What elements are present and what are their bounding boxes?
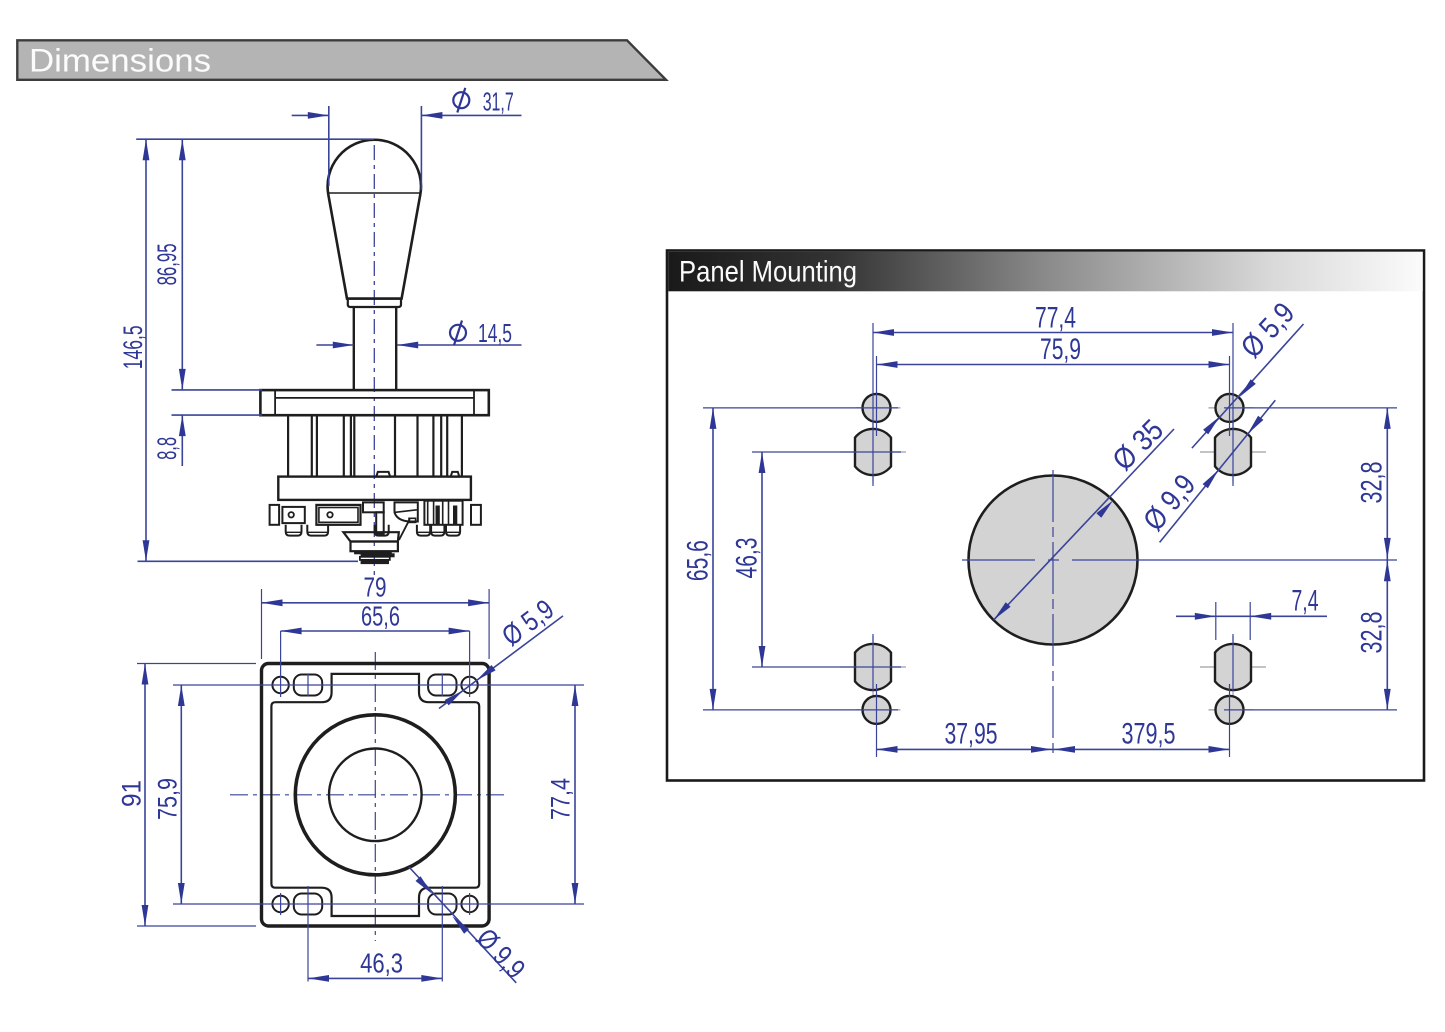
svg-text:Panel Mounting: Panel Mounting [679,256,857,289]
svg-text:7,4: 7,4 [1292,585,1319,618]
svg-text:37,95: 37,95 [945,718,998,751]
svg-text:75,9: 75,9 [153,778,183,820]
svg-text:77,4: 77,4 [546,778,576,820]
svg-text:77,4: 77,4 [1035,302,1076,335]
svg-text:32,8: 32,8 [1356,612,1389,654]
svg-text:31,7: 31,7 [483,87,514,117]
svg-text:8,8: 8,8 [152,437,182,460]
svg-text:46,3: 46,3 [360,948,403,979]
svg-text:91: 91 [117,780,147,807]
svg-text:146,5: 146,5 [118,325,148,369]
svg-text:75,9: 75,9 [1040,333,1081,366]
svg-text:379,5: 379,5 [1122,718,1176,751]
svg-text:65,6: 65,6 [361,601,400,632]
svg-text:65,6: 65,6 [682,540,715,581]
svg-text:46,3: 46,3 [731,538,764,579]
svg-text:32,8: 32,8 [1356,462,1389,504]
svg-text:86,95: 86,95 [152,243,182,285]
svg-text:14,5: 14,5 [478,318,512,348]
svg-text:Dimensions: Dimensions [29,42,211,78]
svg-text:79: 79 [364,572,387,603]
